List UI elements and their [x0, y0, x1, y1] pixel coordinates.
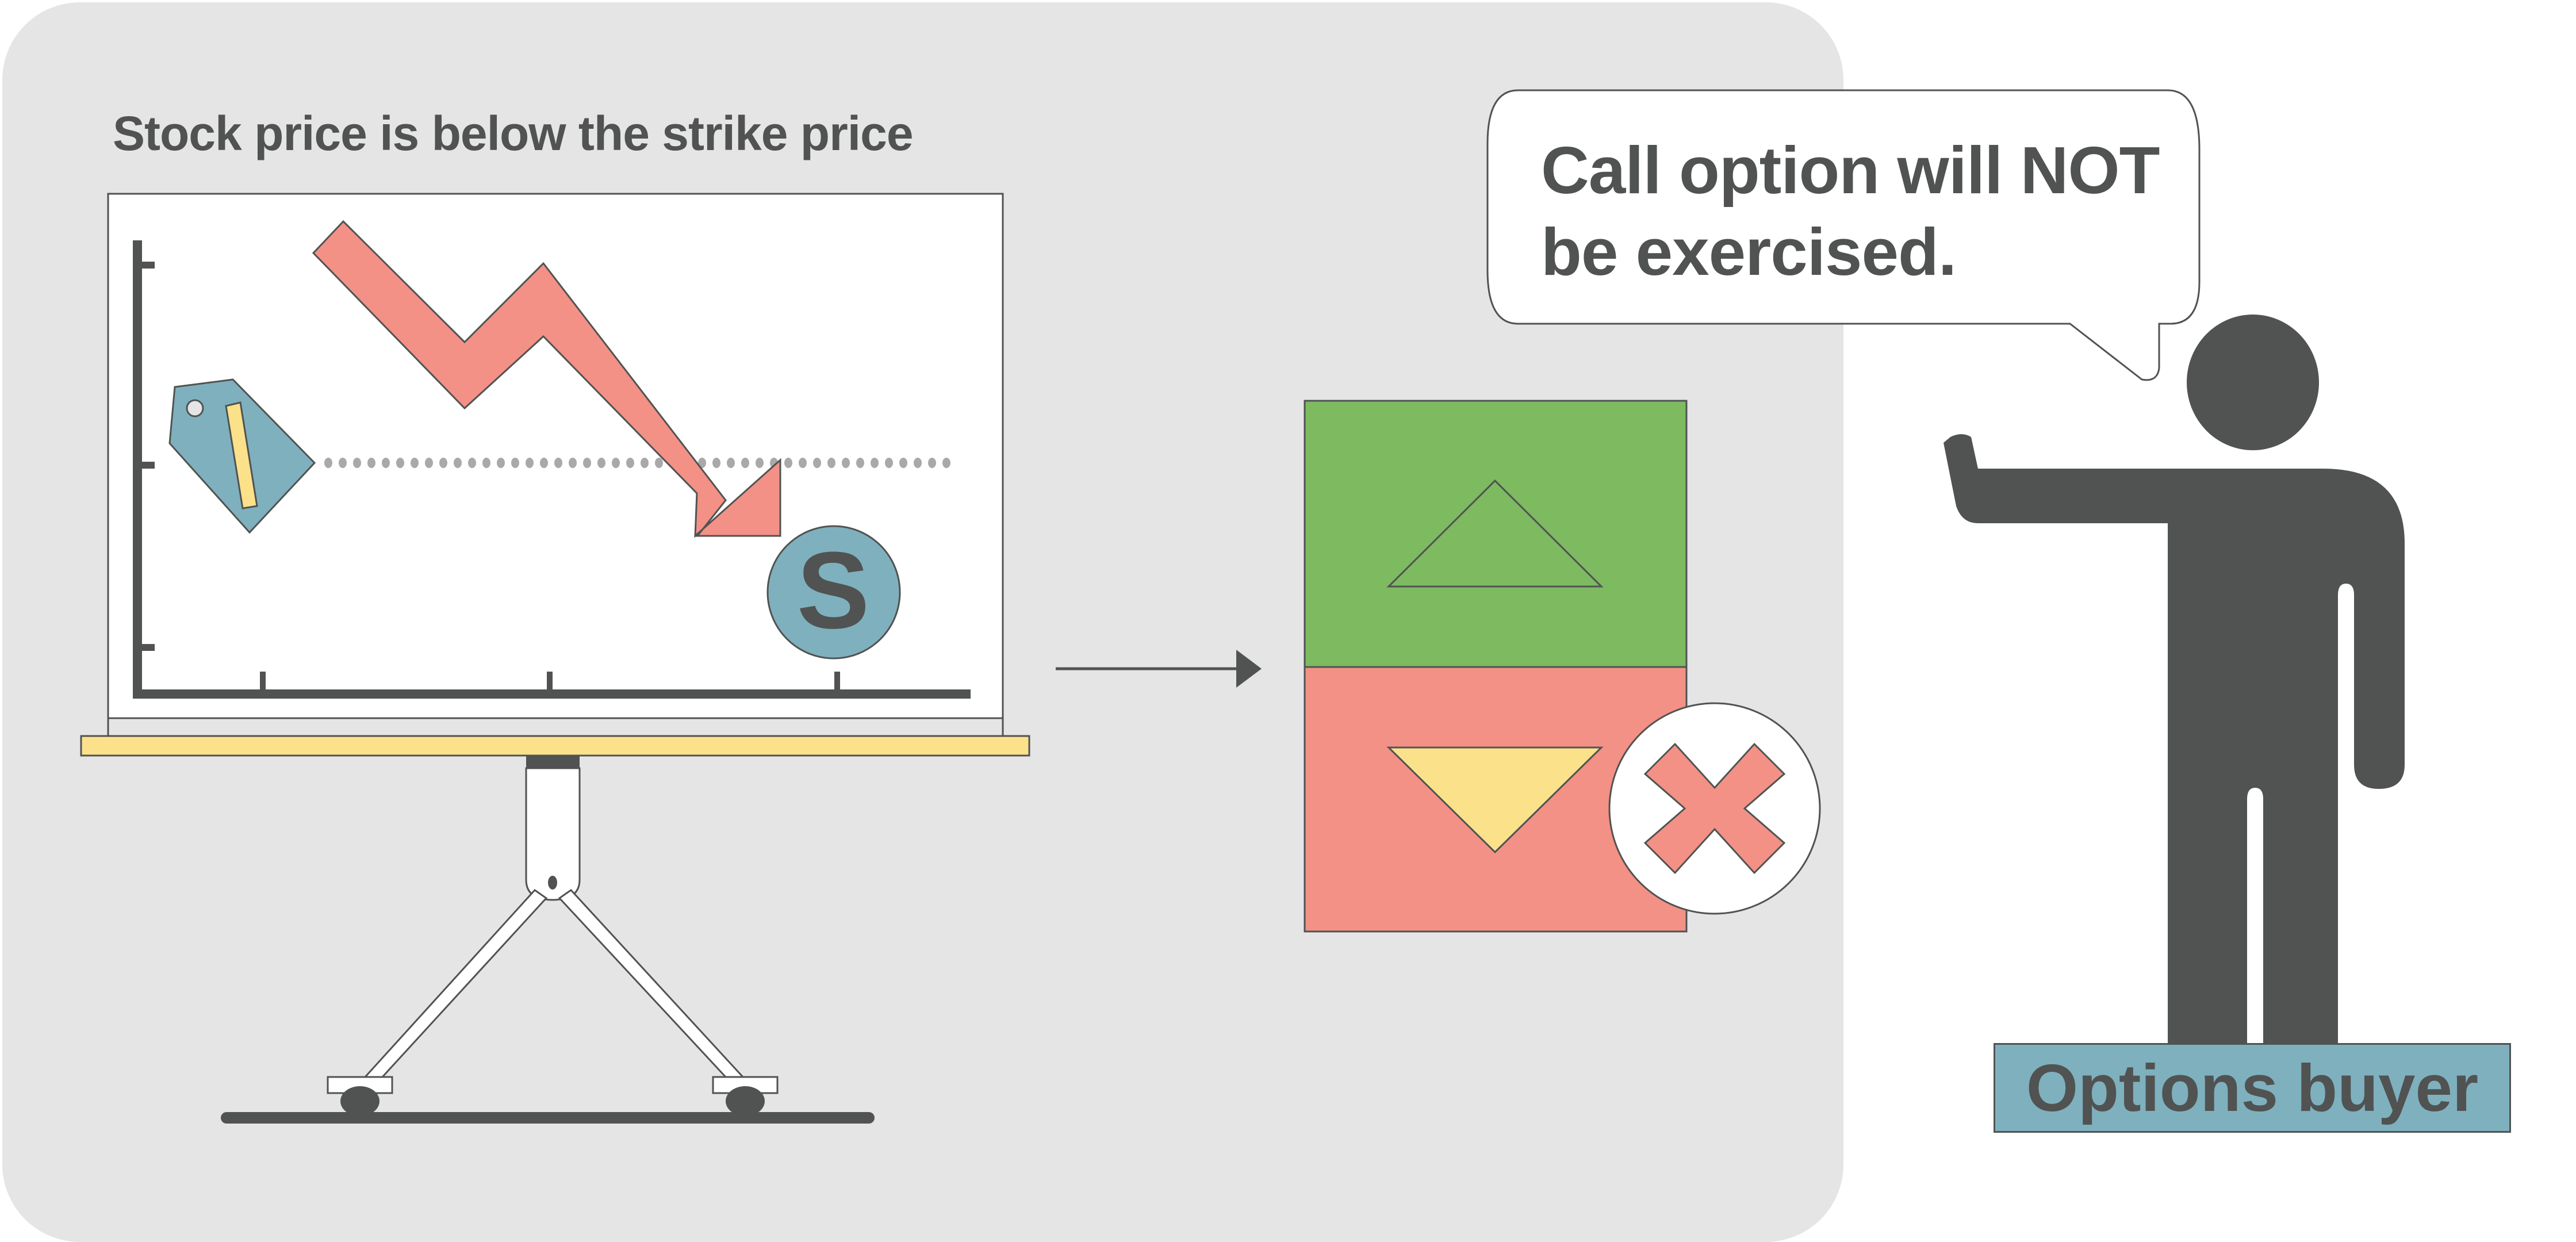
falling-price-arrow-icon: [312, 220, 781, 538]
speech-line-1: Call option will NOT: [1541, 133, 2160, 208]
outcome-boxes: [1304, 400, 1821, 933]
stock-coin-icon: [766, 525, 901, 660]
floor-bar: [221, 1112, 875, 1124]
speech-line-2: be exercised.: [1541, 214, 1957, 289]
body: [1943, 434, 2405, 1043]
right-arrow-icon: [1056, 650, 1262, 688]
page-title: Stock price is below the strike price: [113, 106, 914, 160]
x-mark-icon: [1643, 742, 1786, 875]
strike-price-dotted-line: [324, 458, 950, 468]
options-buyer-figure: [1943, 315, 2405, 1043]
speech-bubble: [1486, 89, 2201, 381]
speech-bubble-text: Call option will NOT be exercised.: [1541, 129, 2196, 293]
coin-symbol: S: [796, 530, 870, 651]
price-tag-icon: [168, 378, 316, 534]
head: [2187, 315, 2319, 450]
board-tray: [80, 735, 1030, 757]
person-label-box: Options buyer: [1994, 1043, 2511, 1133]
chart-axes: [133, 240, 971, 699]
person-label: Options buyer: [2026, 1051, 2479, 1125]
down-triangle-icon: [1386, 746, 1604, 854]
whiteboard-stand: [221, 756, 875, 1124]
up-triangle-icon: [1386, 479, 1604, 588]
